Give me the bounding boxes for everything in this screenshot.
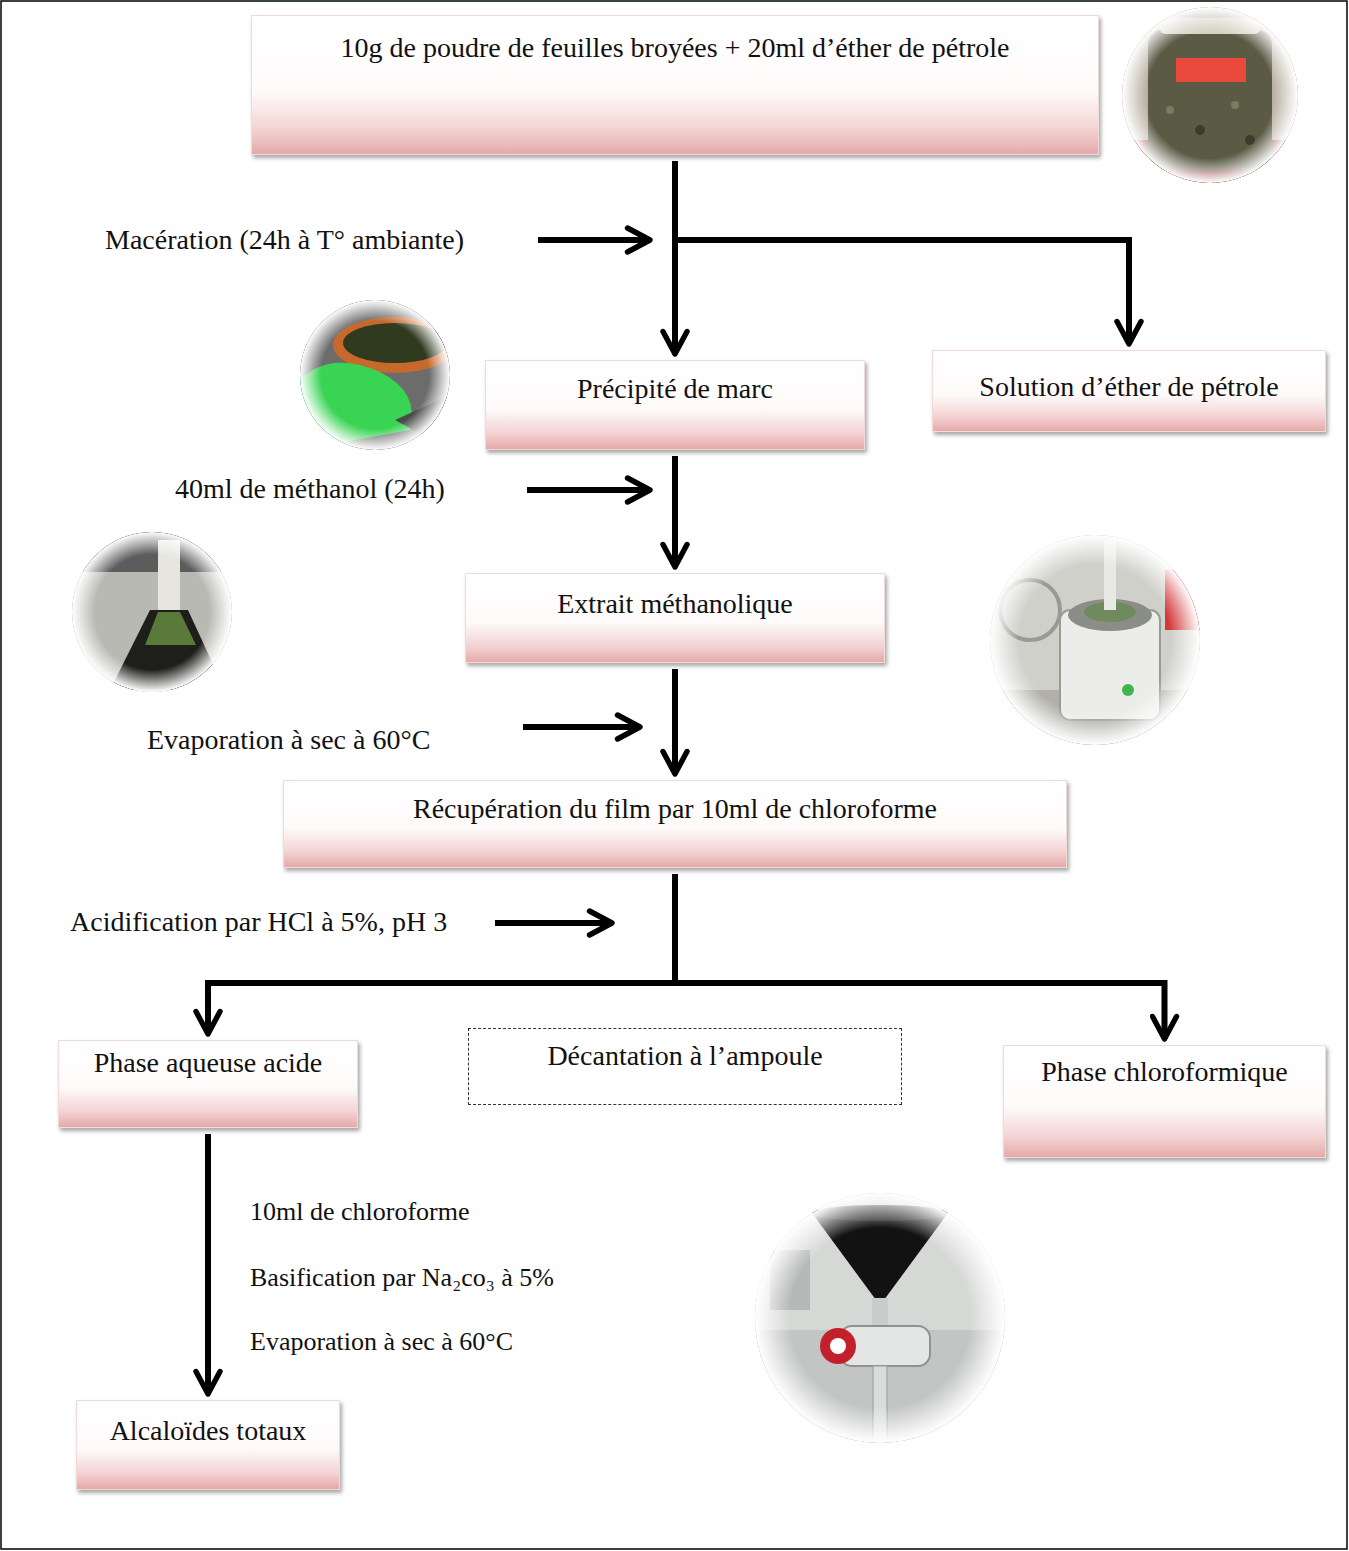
box-text: Phase chloroformique bbox=[1041, 1056, 1288, 1088]
flow-arrow bbox=[205, 1134, 211, 1394]
process-box: Précipité de marc bbox=[485, 360, 865, 450]
flow-arrow bbox=[675, 874, 1165, 1039]
glove-photo bbox=[300, 300, 457, 450]
step-label: 10ml de chloroforme bbox=[250, 1197, 470, 1227]
rotavap-photo bbox=[990, 535, 1200, 745]
note-box: Décantation à l’ampoule bbox=[468, 1028, 902, 1105]
box-text: Extrait méthanolique bbox=[557, 588, 793, 620]
funnel-photo bbox=[755, 1193, 1005, 1446]
step-label: Macération (24h à T° ambiante) bbox=[105, 224, 464, 256]
step-label: Acidification par HCl à 5%, pH 3 bbox=[70, 906, 447, 938]
flow-arrow bbox=[675, 161, 1129, 344]
box-text: Décantation à l’ampoule bbox=[547, 1040, 822, 1072]
process-box: Phase chloroformique bbox=[1003, 1045, 1326, 1158]
box-text: Solution d’éther de pétrole bbox=[979, 371, 1278, 403]
step-arrow bbox=[538, 237, 650, 243]
process-box: Solution d’éther de pétrole bbox=[932, 350, 1326, 432]
box-text: Alcaloïdes totaux bbox=[110, 1415, 307, 1447]
step-label: Evaporation à sec à 60°C bbox=[250, 1327, 513, 1357]
step-arrow bbox=[527, 487, 650, 493]
step-arrow bbox=[495, 920, 612, 926]
step-arrow bbox=[523, 724, 640, 730]
box-text: Phase aqueuse acide bbox=[94, 1047, 323, 1079]
jar-photo bbox=[1120, 5, 1300, 185]
step-label: 40ml de méthanol (24h) bbox=[175, 473, 445, 505]
process-box: Récupération du film par 10ml de chlorof… bbox=[283, 780, 1067, 868]
flask-photo bbox=[72, 532, 232, 692]
flow-arrow bbox=[208, 874, 675, 1034]
step-label: Evaporation à sec à 60°C bbox=[147, 724, 430, 756]
box-text: Récupération du film par 10ml de chlorof… bbox=[413, 793, 937, 825]
process-box: Phase aqueuse acide bbox=[58, 1040, 358, 1128]
flow-arrow bbox=[672, 456, 678, 567]
result-box: Alcaloïdes totaux bbox=[76, 1400, 340, 1490]
step-label: Basification par Na₂co₃ à 5% bbox=[250, 1263, 554, 1293]
box-text: Précipité de marc bbox=[577, 373, 773, 405]
process-box: Extrait méthanolique bbox=[465, 573, 885, 663]
box-text: 10g de poudre de feuilles broyées + 20ml… bbox=[341, 32, 1010, 64]
start-box: 10g de poudre de feuilles broyées + 20ml… bbox=[251, 15, 1099, 155]
flow-arrow bbox=[672, 669, 678, 774]
